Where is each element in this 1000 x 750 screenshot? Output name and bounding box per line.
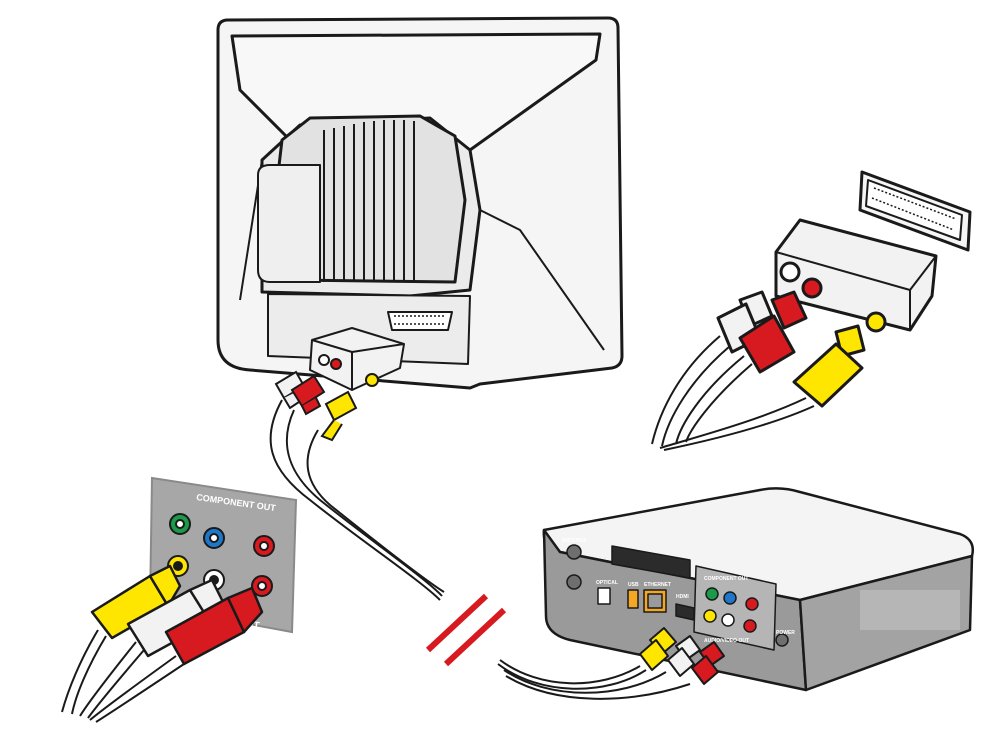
cable-break-mark-icon (425, 593, 507, 667)
scart-rca-adapter-icon (651, 170, 972, 451)
set-top-box-icon: ANTENNA OPTICAL USB ETHERNET HDMI COMPON… (497, 487, 974, 700)
stb-label-av: AUDIO/VIDEO OUT (704, 638, 749, 644)
stb-label-power: POWER (776, 630, 795, 636)
stb-label-optical: OPTICAL (596, 580, 618, 586)
vent-grille (860, 590, 960, 630)
stb-label-component: COMPONENT OUT (704, 576, 748, 582)
stb-label-hdmi: HDMI (676, 594, 689, 600)
component-out-panel-icon: COMPONENT OUT OUT (61, 476, 298, 723)
tv-scart-adapter-icon (309, 327, 405, 391)
tv-rca-cables-icon (269, 370, 445, 601)
stb-label-usb: USB (628, 582, 639, 588)
stb-label-antenna: ANTENNA (562, 538, 587, 544)
stb-label-ethernet: ETHERNET (644, 582, 671, 588)
crt-tv-back-icon (216, 16, 624, 391)
tv-scart-socket-icon (387, 311, 453, 331)
tv-cooling-ribs (257, 120, 415, 283)
